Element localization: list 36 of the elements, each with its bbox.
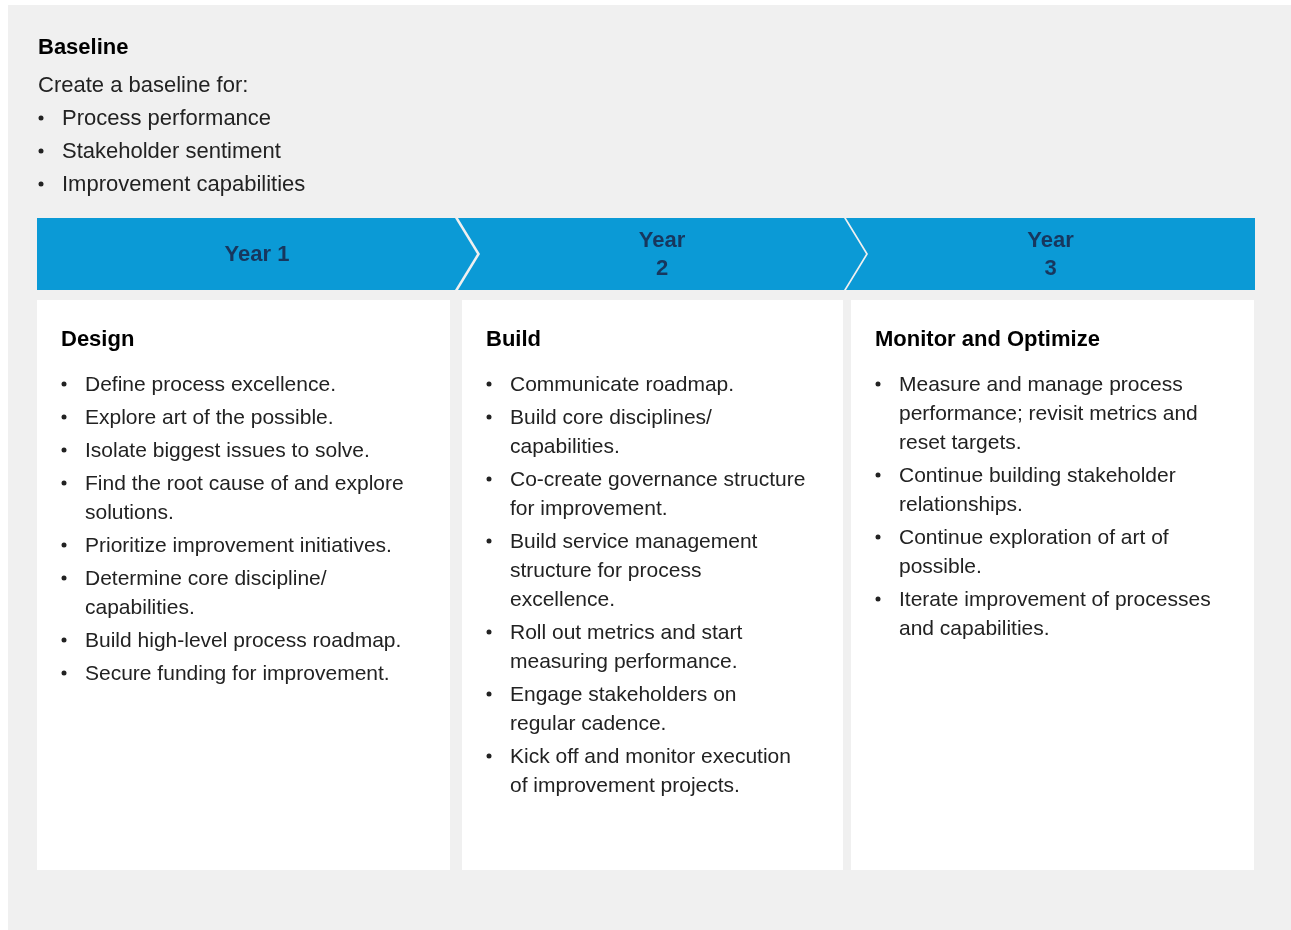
content-card [462,300,843,870]
bullet-item: Determine core discipline/ capabilities. [85,565,328,620]
bullet-item: Stakeholder sentiment [62,137,281,165]
bullet-item: Build core disciplines/ capabilities. [510,404,713,459]
content-card [37,300,450,870]
bullet-item: Build service management structure for process excellence. [510,528,759,612]
year-header-band [37,218,477,290]
bullet-item: Build high-level process roadmap. [85,627,402,653]
bullet-item: Isolate biggest issues to solve. [85,437,370,463]
card-heading: Design [61,325,135,353]
bullet-item: Co-create governance structure for improvement. [510,466,807,521]
bullet-item: Iterate improvement of processes and capabilities. [899,586,1212,641]
bullet-item: Roll out metrics and start measuring performance. [510,619,744,674]
bullet-item: Secure funding for improvement. [85,660,390,686]
year-header-band [846,218,1255,290]
bullet-item: Improvement capabilities [62,170,306,198]
card-heading: Build [486,325,541,353]
card-heading: Monitor and Optimize [875,325,1100,353]
bullet-item: Find the root cause of and explore solutions. [85,470,405,525]
bullet-item: Prioritize improvement initiatives. [85,532,392,558]
bullet-item: Define process excellence. [85,371,336,397]
intro-text: Create a baseline for: [38,71,249,99]
year-label: Year 2 [637,226,687,282]
bullet-item: Kick off and monitor execution of improvement projects. [510,743,792,798]
bullet-item: Continue building stakeholder relationships. [899,462,1177,517]
year-label: Year 3 [1026,226,1075,282]
bullet-item: Continue exploration of art of possible. [899,524,1170,579]
bullet-item: Engage stakeholders on regular cadence. [510,681,738,736]
heading: Baseline [38,33,129,61]
bullet-item: Communicate roadmap. [510,371,735,397]
bullet-item: Explore art of the possible. [85,404,334,430]
bullet-item: Process performance [62,104,272,132]
bullet-item: Measure and manage process performance; revisit metrics and reset targets. [899,371,1199,455]
year-header-band [458,218,866,290]
year-label: Year 1 [224,240,290,268]
content-card [851,300,1254,870]
